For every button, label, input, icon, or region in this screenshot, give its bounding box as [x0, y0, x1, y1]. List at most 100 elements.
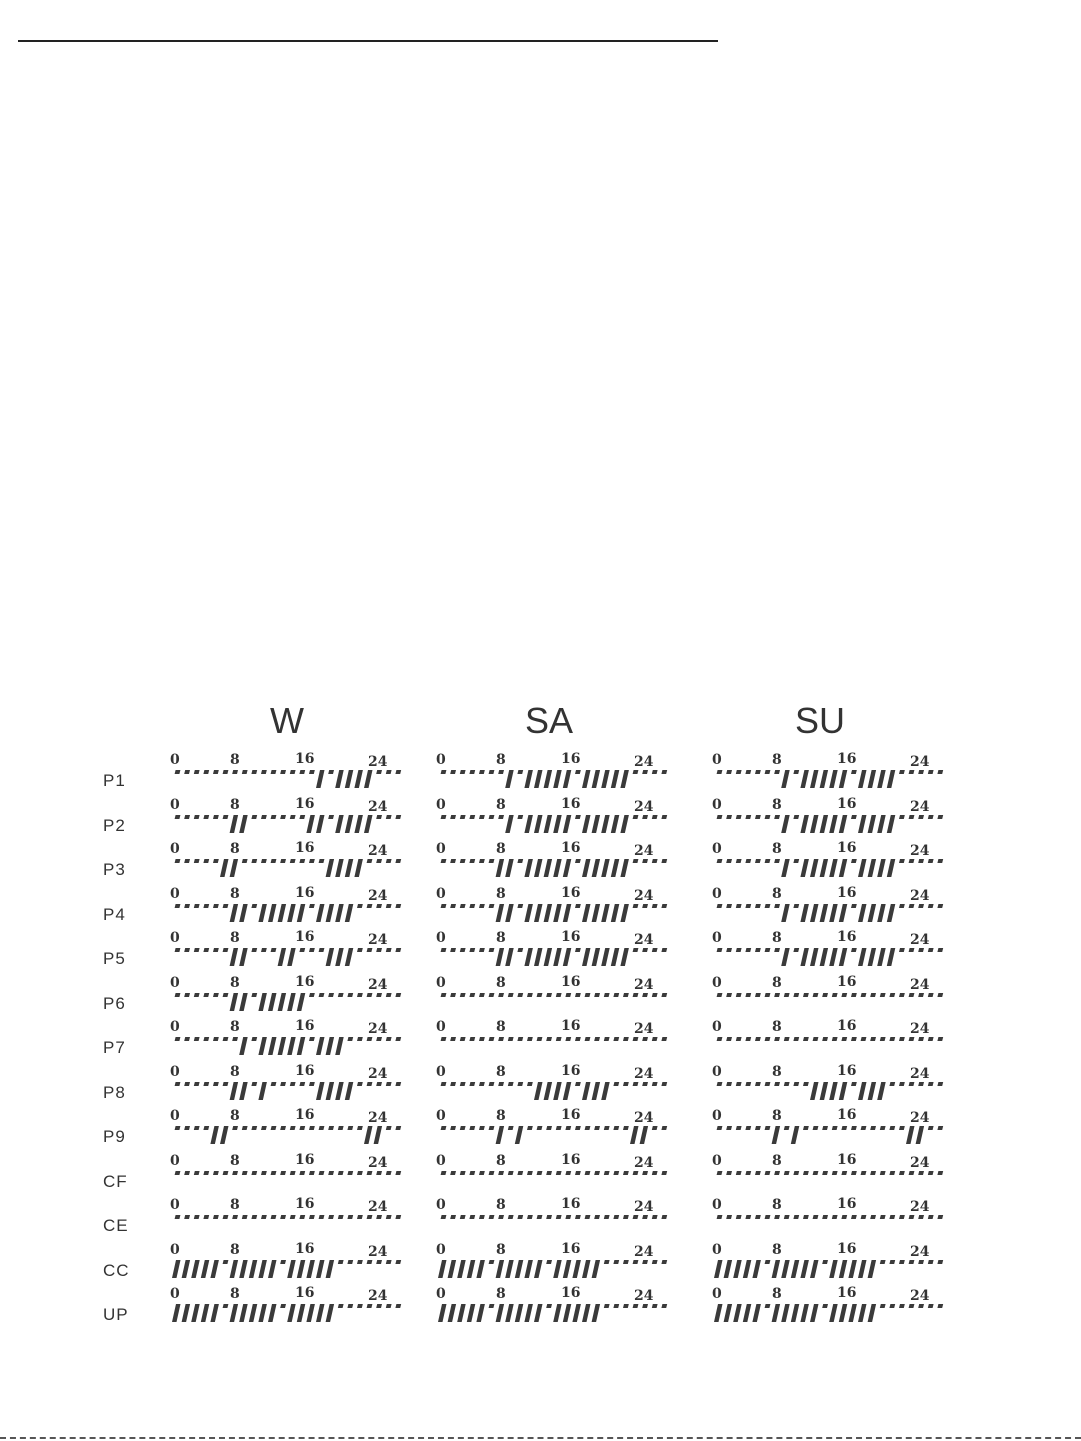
hour-segment-off	[488, 1304, 495, 1308]
hour-segment-off	[726, 948, 732, 952]
hour-segments	[440, 1081, 668, 1100]
hour-segment-off	[450, 948, 456, 952]
hour-segment-off	[851, 992, 857, 997]
hour-tick: 8	[230, 1019, 240, 1035]
hour-segment-on	[790, 1304, 800, 1322]
hour-segment-off	[203, 770, 210, 774]
hour-segment-off	[755, 1037, 761, 1041]
hour-segment-off	[889, 1259, 896, 1264]
hour-segment-on	[800, 859, 809, 877]
row-label: P5	[103, 949, 126, 968]
hour-tick: 8	[496, 974, 506, 991]
hour-segment-on	[572, 1259, 581, 1278]
hour-segment-off	[357, 903, 363, 908]
hour-segment-off	[309, 1170, 315, 1175]
hour-tick: 0	[436, 974, 446, 991]
hour-segment-off	[299, 770, 306, 774]
hour-tick: 0	[170, 974, 180, 991]
hour-segment-off	[889, 1081, 896, 1086]
hour-segment-off	[488, 992, 495, 997]
hour-segment-on	[258, 992, 267, 1011]
hour-segment-on	[495, 948, 505, 966]
hour-segment-off	[376, 1170, 382, 1175]
hour-segment-on	[610, 903, 620, 922]
hour-segment-on	[543, 1081, 553, 1100]
hour-segment-off	[851, 814, 857, 819]
hour-segment-off	[203, 1126, 210, 1130]
hour-segment-off	[395, 1126, 402, 1130]
hour-segment-on	[810, 1304, 819, 1322]
hour-tick: 16	[295, 1240, 315, 1257]
hour-tick: 0	[712, 1063, 722, 1080]
hour-segments	[716, 1081, 944, 1100]
hour-segment-off	[479, 1037, 485, 1041]
hour-segment-off	[642, 1215, 648, 1219]
hour-segment-off	[603, 992, 610, 997]
hour-tick: 0	[436, 1286, 446, 1302]
hour-segment-off	[289, 859, 296, 863]
hour-segment-off	[270, 1126, 277, 1130]
hour-segment-on	[476, 1304, 485, 1322]
hour-segment-off	[241, 1126, 248, 1130]
hour-segment-off	[184, 948, 190, 952]
hour-tick: 24	[368, 1065, 388, 1082]
hour-segment-off	[716, 1170, 723, 1175]
hour-segment-off	[222, 1170, 229, 1175]
hour-segment-off	[793, 948, 800, 952]
hour-segment-off	[764, 859, 771, 863]
hour-segment-on	[495, 1126, 505, 1144]
hour-segments	[716, 948, 944, 966]
hour-tick: 24	[368, 1110, 388, 1126]
hour-segments	[716, 770, 944, 788]
hour-tick: 24	[910, 1199, 930, 1215]
hour-segment-off	[213, 1170, 219, 1175]
hour-segment-off	[899, 1126, 905, 1130]
hour-tick: 16	[837, 1151, 857, 1168]
hour-segment-on	[810, 770, 819, 788]
hour-segment-on	[810, 1081, 819, 1100]
hour-segment-off	[357, 992, 363, 997]
hour-segment-on	[800, 1304, 809, 1322]
hour-segment-on	[296, 1037, 306, 1055]
hour-tick: 0	[436, 841, 446, 857]
hour-segment-off	[280, 1215, 286, 1219]
hour-segment-off	[440, 948, 447, 952]
hour-segment-on	[886, 948, 896, 966]
hour-segment-off	[575, 770, 581, 774]
hour-segment-on	[781, 770, 790, 788]
hour-segment-off	[385, 1304, 392, 1308]
hour-segment-off	[726, 814, 732, 819]
hour-segment-on	[364, 770, 373, 788]
hour-segment-on	[457, 1304, 466, 1322]
hour-segment-off	[937, 1037, 944, 1041]
hour-segment-off	[783, 1126, 790, 1130]
hour-segment-off	[479, 903, 485, 908]
hour-segment-off	[726, 859, 732, 863]
hour-segments	[174, 1126, 402, 1144]
hour-segment-on	[562, 770, 572, 788]
hour-tick: 16	[837, 1062, 857, 1079]
hour-segment-on	[829, 948, 838, 966]
hour-segment-off	[899, 1259, 905, 1264]
hour-segment-off	[347, 1259, 354, 1264]
hour-segment-off	[774, 859, 780, 863]
hour-segment-off	[479, 1081, 485, 1086]
hour-segment-off	[735, 1081, 742, 1086]
hour-segment-off	[193, 948, 200, 952]
hour-segment-off	[764, 1126, 771, 1130]
hour-tick: 24	[910, 1154, 930, 1171]
hour-segment-off	[270, 770, 277, 774]
hour-segment-off	[479, 948, 485, 952]
hour-segment-off	[661, 948, 668, 952]
hour-segment-off	[774, 992, 780, 997]
hour-segment-off	[793, 992, 800, 997]
hour-segment-off	[565, 1126, 572, 1130]
hour-segment-off	[623, 1259, 629, 1264]
